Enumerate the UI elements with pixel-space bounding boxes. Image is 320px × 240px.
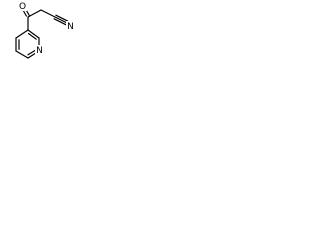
nitrile-triple-bond-upper <box>55 14 69 22</box>
carbonyl-to-methylene-bond <box>27 9 42 18</box>
oxygen-label-mask <box>18 1 27 11</box>
ring-bond-c4-c3 <box>15 29 29 39</box>
nitrile-triple-bond-lower <box>53 18 67 26</box>
ring-bond-c3-c2 <box>27 29 40 39</box>
oxygen-atom-label: O <box>19 2 26 12</box>
methylene-to-nitrile-bond <box>40 9 56 18</box>
ring-inner-double-bond-2 <box>27 49 37 56</box>
ring-nitrogen-atom-label: N <box>36 46 43 56</box>
chemical-structure-diagram: O N N <box>15 1 75 59</box>
nitrile-triple-bond-center <box>54 16 68 24</box>
nitrile-nitrogen-label-mask <box>66 21 75 31</box>
ring-nitrogen-label-mask <box>35 45 44 55</box>
nitrile-nitrogen-atom-label: N <box>67 22 74 32</box>
ring-inner-double-bond-1 <box>27 32 37 40</box>
ring-bond-c6-c5 <box>15 50 29 59</box>
